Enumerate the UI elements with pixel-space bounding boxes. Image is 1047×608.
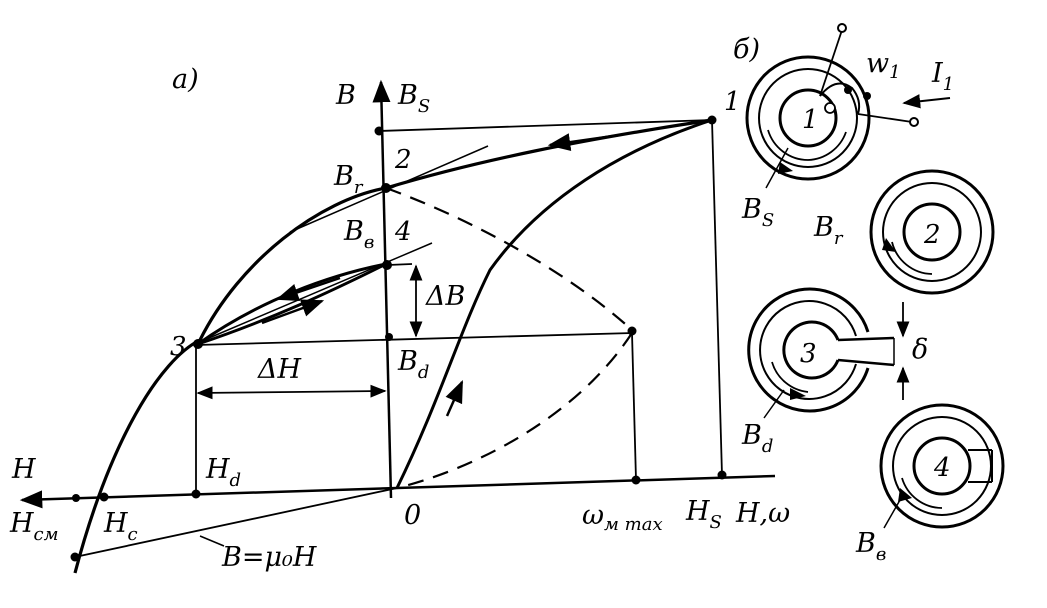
point-3-label: 3: [170, 332, 187, 362]
ring-2-number: 2: [923, 220, 941, 250]
point-1: [707, 115, 717, 125]
recoil-loop-lower: [197, 262, 387, 346]
wmax-drop-line: [631, 332, 637, 481]
ring-1-label: BS: [741, 194, 774, 231]
hs-label: HS: [685, 496, 722, 533]
bv-label: Bв: [343, 216, 374, 253]
ring-1: 1 w1 I1 BS: [741, 23, 954, 231]
hd-label: Hd: [205, 454, 241, 491]
br-label: Br: [333, 161, 364, 198]
point-hc: [99, 492, 109, 502]
recoil-loop-upper: [197, 262, 387, 346]
mu0-line-label: B=μ₀H: [221, 542, 317, 573]
h-axis-left-label: H: [11, 454, 36, 485]
point-hs: [717, 470, 727, 480]
initial-magnetization-curve: [395, 118, 713, 489]
panel-b-tag: б): [733, 34, 760, 65]
h-axis-right: [396, 474, 776, 490]
dashed-curve-upper: [385, 186, 633, 331]
point-bs: [374, 126, 384, 136]
hc-label: Hc: [103, 508, 138, 545]
delta-h-label: ΔH: [257, 354, 301, 385]
panel-a: а): [9, 64, 790, 574]
point-wmax: [631, 475, 641, 485]
point-hd: [191, 489, 201, 499]
point-hcm: [72, 494, 80, 502]
ring-4-number: 4: [933, 453, 951, 483]
hs-drop-line: [711, 119, 723, 476]
demagnetization-curve: [73, 118, 713, 574]
point-1-label: 1: [724, 87, 741, 117]
point-wmax-top: [627, 326, 637, 336]
mu0-leader: [199, 535, 225, 547]
winding-label: w1: [866, 48, 901, 83]
ring-3-number: 3: [800, 339, 817, 369]
hcm-label: Hсм: [9, 508, 59, 545]
panel-a-tag: а): [172, 64, 199, 95]
b-axis: [372, 79, 393, 499]
panel-b: б) 1 w1 I1 BS: [733, 23, 1005, 565]
mu0-line: [74, 487, 398, 558]
point-3: [193, 339, 203, 349]
point-bd: [385, 333, 393, 341]
bd-level-line: [195, 332, 634, 346]
h-axis-left: [19, 486, 398, 509]
dh-dim-arrow-right: [291, 384, 387, 398]
ring-1-number: 1: [802, 105, 819, 135]
ring-4-label: Bв: [855, 528, 886, 565]
origin-label: 0: [404, 500, 421, 531]
ring-4: 4 Bв: [855, 403, 1005, 565]
b-axis-label: B: [335, 80, 356, 111]
dh-dim-arrow-left: [196, 386, 293, 400]
point-mu0: [70, 552, 80, 562]
gap-label: δ: [912, 334, 928, 365]
arrow-down-to-br: [547, 133, 621, 152]
delta-b-label: ΔB: [425, 281, 465, 312]
point-2: [381, 183, 391, 193]
point-4: [382, 260, 392, 270]
point-2-label: 2: [394, 145, 412, 175]
current-label: I1: [931, 58, 954, 95]
bd-label: Bd: [397, 346, 429, 383]
arrow-recoil-right: [261, 299, 325, 325]
dashed-curve-lower: [396, 332, 633, 490]
bs-level-line: [378, 119, 713, 132]
arrow-up-initial: [445, 379, 464, 417]
wmax-label: ωм max: [582, 500, 663, 535]
ring-3-label: Bd: [741, 420, 773, 457]
ring-3: 3 δ Bd: [741, 287, 928, 457]
tangent-recoil: [201, 242, 433, 342]
arrow-recoil-left: [275, 276, 341, 302]
h-axis-right-label: H,ω: [735, 498, 790, 529]
bs-label: BS: [397, 80, 430, 117]
ring-2-label: Br: [813, 212, 844, 249]
current-arrow: [902, 94, 951, 109]
ring-2: 2 Br: [813, 169, 995, 295]
point-4-label: 4: [394, 217, 412, 247]
tick-4: [387, 263, 413, 266]
